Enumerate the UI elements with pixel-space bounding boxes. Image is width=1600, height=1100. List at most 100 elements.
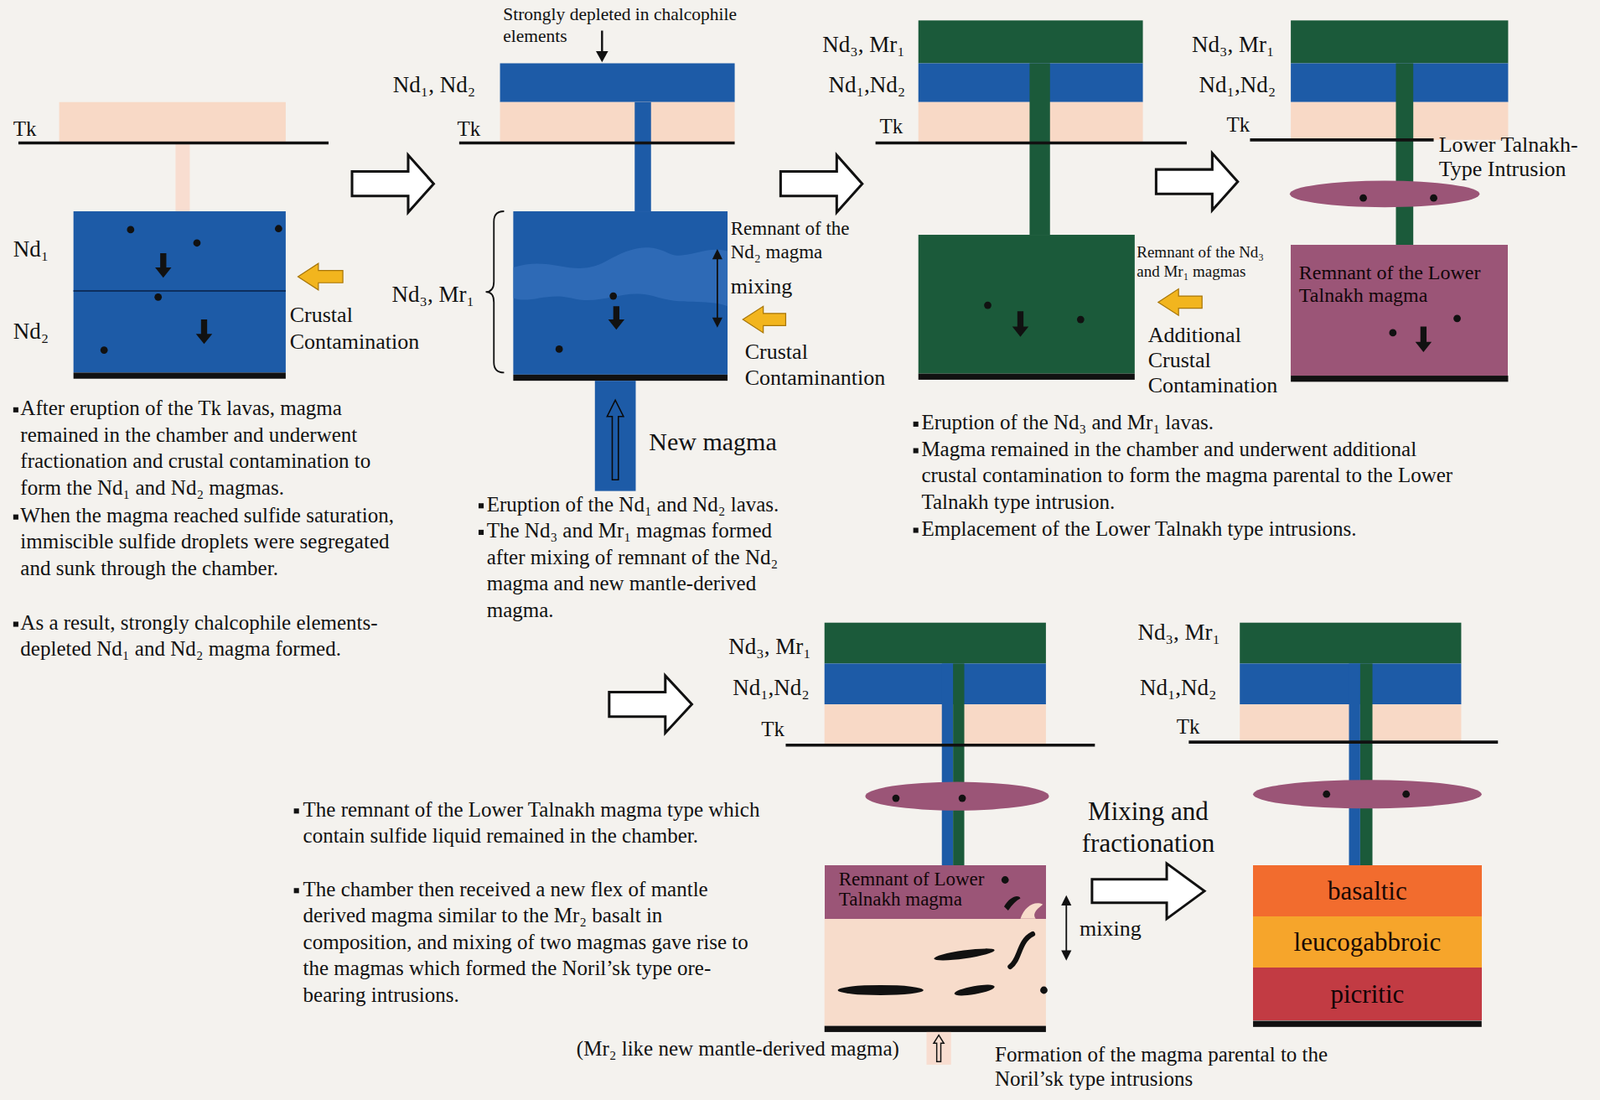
lava-label: Nd₁,Nd₂: [732, 673, 810, 701]
callout-arrow: [600, 31, 603, 54]
chamber-divider: [73, 289, 286, 292]
sinking-arrow: [608, 305, 625, 330]
callout-arrow-head: [595, 51, 609, 63]
node-text: Remnant of Lower Talnakh magma: [838, 869, 995, 910]
nd3-mr1-lava-layer: [1239, 622, 1461, 664]
sinking-arrow: [1012, 310, 1029, 337]
bracket: [486, 211, 505, 373]
mixing-swirl: [512, 247, 728, 306]
panel-caption: Formation of the magma parental to the N…: [994, 1042, 1373, 1092]
remnant-chamber: Remnant of the Lower Talnakh magma: [1290, 244, 1508, 376]
process-label: New magma: [648, 426, 777, 457]
layer-label: Tk: [879, 113, 903, 140]
leucogabbroic-layer: leucogabbroic: [1253, 916, 1482, 968]
remnant-magma-layer: Remnant of Lower Talnakh magma: [824, 864, 1046, 918]
bullet-note: Magma remained in the chamber and underw…: [921, 435, 1457, 516]
layer-label: Tk: [761, 716, 785, 742]
process-label: Additional Crustal Contamination: [1148, 322, 1291, 399]
process-label: mixing: [1079, 915, 1142, 942]
bullet-note: As a result, strongly chalcophile elemen…: [20, 609, 398, 663]
bullet-note: The remnant of the Lower Talnakh magma t…: [303, 796, 768, 850]
nd-lava-layer: [1290, 62, 1508, 102]
bullet-mark: [478, 529, 484, 535]
nd-lava-layer: [824, 662, 1046, 705]
bullet-note: Emplacement of the Lower Talnakh type in…: [921, 515, 1457, 543]
bullet-mark: [913, 527, 919, 533]
rising-arrow: [606, 399, 623, 480]
chamber-floor: [824, 1025, 1046, 1032]
mixing-arrow: [716, 257, 719, 320]
edge-label: Mixing and fractionation: [1064, 795, 1233, 858]
tk-lava-layer: [824, 704, 1046, 746]
tk-lava-layer: [918, 102, 1144, 144]
new-magma-conduit: [595, 380, 637, 491]
sulfide-droplet: [1040, 986, 1048, 995]
feeder-conduit: [1349, 662, 1361, 865]
process-label: Crustal Contamination: [289, 301, 433, 354]
sulfide-droplet: [1429, 194, 1438, 202]
sulfide-lens: [933, 945, 996, 963]
tk-line: [785, 743, 1095, 747]
layer-label: Tk: [1176, 714, 1201, 740]
new-magma-tongue: [1020, 902, 1043, 919]
step-arrow: [352, 155, 434, 213]
callout-label: Remnant of the Nd₃ and Mr₁ magmas: [1136, 243, 1272, 282]
sulfide-droplet: [609, 292, 617, 301]
feeder-conduit: [634, 102, 651, 212]
chamber-floor: [918, 373, 1135, 380]
tk-lava-layer: [59, 102, 286, 144]
nd-lava-layer: [500, 62, 736, 102]
contamination-arrow: [298, 263, 344, 290]
sulfide-droplet: [126, 226, 135, 234]
layer-label: Tk: [13, 116, 37, 142]
callout-label: Remnant of the Nd₂ magma: [730, 217, 864, 264]
magma-label: Nd₂: [13, 317, 49, 345]
bullet-mark: [13, 621, 19, 627]
process-arrow: [1092, 863, 1205, 919]
basaltic-layer: basaltic: [1253, 864, 1482, 917]
new-magma-zone: [824, 918, 1046, 1026]
sulfide-lens: [838, 984, 924, 995]
sulfide-droplet: [1322, 790, 1331, 798]
nd3-mr1-lava-layer: [824, 622, 1046, 664]
sinking-arrow: [155, 253, 171, 278]
tk-line: [1249, 138, 1434, 142]
bullet-mark: [294, 887, 300, 893]
contamination-arrow: [1158, 289, 1202, 316]
step-arrow: [780, 155, 862, 213]
sulfide-droplet: [154, 293, 162, 301]
rising-arrow: [933, 1035, 944, 1062]
lava-label: Nd₃, Mr₁: [822, 31, 905, 58]
new-magma-conduit: [926, 1031, 951, 1065]
node-text: basaltic: [1327, 876, 1408, 906]
chamber-floor: [73, 372, 286, 378]
intrusion-lens: [864, 781, 1049, 811]
lava-label: Nd₃, Mr₁: [728, 632, 811, 660]
contamination-arrow: [742, 305, 786, 333]
sulfide-droplet: [193, 238, 202, 247]
mixing-arrow: [1065, 903, 1067, 953]
sulfide-streak: [1009, 933, 1033, 967]
bullet-mark: [913, 447, 919, 453]
bullet-mark: [913, 421, 919, 427]
node-text: picritic: [1330, 979, 1405, 1009]
sulfide-droplet: [892, 794, 901, 803]
tk-lava-layer: [1239, 704, 1461, 742]
nd-lava-layer: [918, 62, 1144, 102]
chamber-floor: [1290, 375, 1508, 382]
sulfide-droplet: [1402, 790, 1410, 798]
feeder-conduit: [942, 662, 953, 865]
feeder-conduit: [1360, 662, 1373, 865]
sulfide-droplet: [274, 224, 283, 233]
magma-chamber: [918, 234, 1135, 374]
step-arrow: [609, 675, 693, 733]
intrusion-label: Lower Talnakh-Type Intrusion: [1439, 133, 1593, 182]
sulfide-droplet: [1359, 194, 1367, 202]
sinking-arrow: [196, 319, 213, 344]
sulfide-lens: [953, 982, 996, 998]
tk-lava-layer: [500, 102, 736, 144]
nd3-mr1-lava-layer: [1290, 20, 1508, 63]
bullet-note: The Nd₃ and Mr₁ magmas formed after mixi…: [486, 517, 816, 623]
intrusion-lens: [1289, 181, 1480, 208]
